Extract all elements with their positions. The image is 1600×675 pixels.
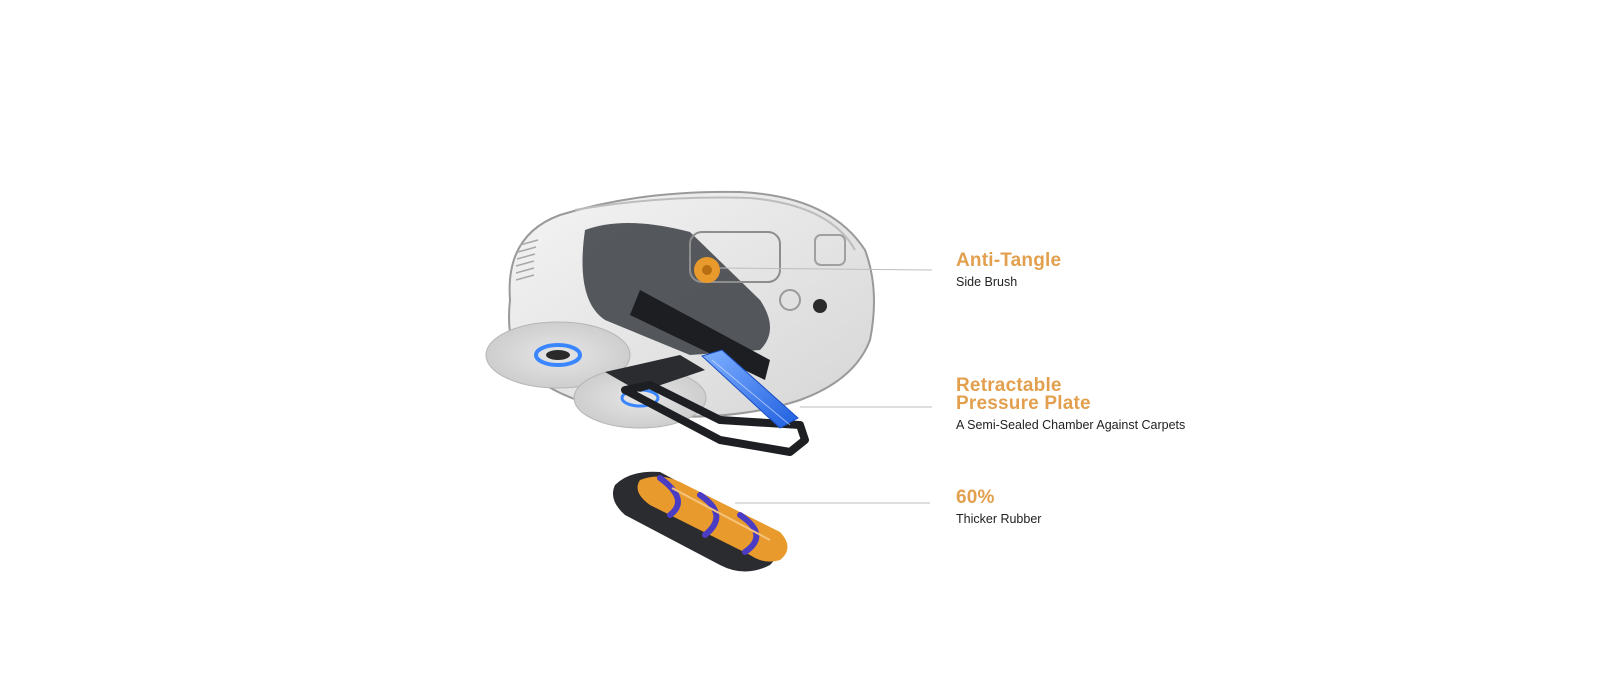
- callout-title: Retractable Pressure Plate: [956, 375, 1185, 414]
- callout-subtitle: Side Brush: [956, 275, 1018, 289]
- callout-subtitle: Thicker Rubber: [956, 512, 1042, 526]
- callout-title-line: Anti-Tangle: [956, 250, 1062, 271]
- side-brush-hub: [694, 257, 720, 283]
- callout-pressure-plate: Retractable Pressure Plate A Semi-Sealed…: [956, 375, 1186, 433]
- callout-title-line: Pressure Plate: [956, 393, 1091, 414]
- callout-title: 60%: [956, 487, 1041, 508]
- mop-pad-left: [485, 321, 631, 389]
- callout-title: Anti-Tangle: [956, 250, 1062, 271]
- pressure-plate: [605, 349, 809, 456]
- roller-brush: [612, 471, 788, 572]
- callout-subtitle: A Semi-Sealed Chamber Against Carpets: [956, 418, 1186, 432]
- callout-title-line: Retractable: [956, 375, 1062, 396]
- callout-thicker-rubber: 60% Thicker Rubber: [956, 487, 1042, 527]
- callout-title-line: 60%: [956, 487, 995, 508]
- callout-anti-tangle: Anti-Tangle Side Brush: [956, 250, 1062, 290]
